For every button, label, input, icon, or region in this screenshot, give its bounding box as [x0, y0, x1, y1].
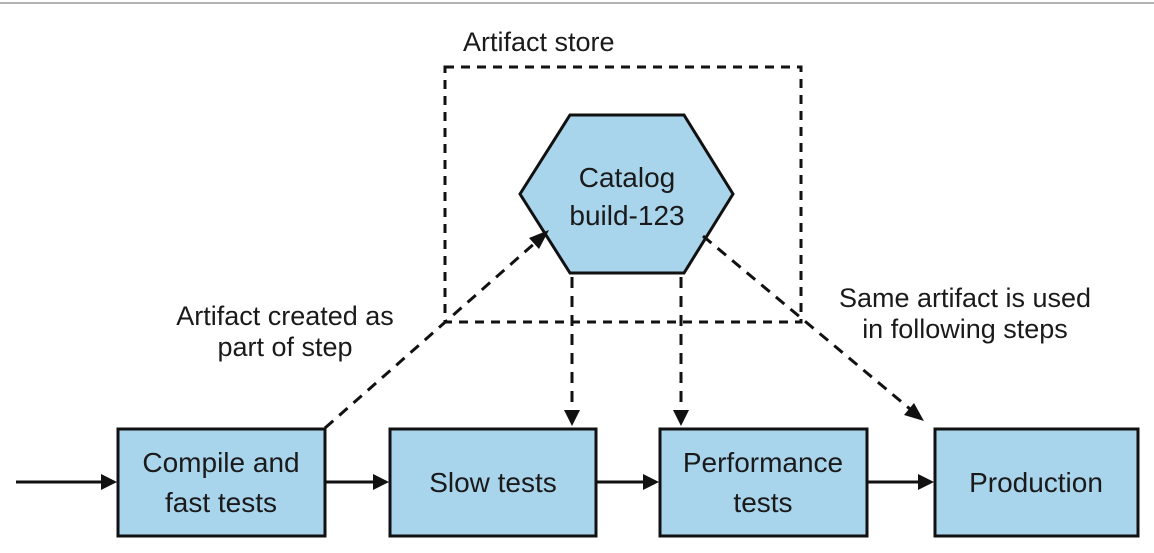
artifact-name: Catalog: [579, 162, 676, 193]
arrowhead-to-slow-tests: [564, 410, 580, 426]
arrowhead-slow-to-performance: [643, 474, 659, 490]
artifact-created-annotation-line1: Artifact created as: [176, 301, 394, 331]
artifact-reused-annotation-line1: Same artifact is used: [839, 283, 1091, 313]
step-label-line2: fast tests: [165, 487, 277, 518]
step-label-line1: Compile and: [142, 447, 299, 478]
step-box: [116, 427, 327, 538]
arrowhead-to-performance-tests: [673, 410, 689, 426]
step-production: Production: [933, 427, 1140, 538]
step-label: Slow tests: [429, 467, 557, 498]
dashed-arrow-to-artifact: [324, 233, 545, 430]
artifact-build-id: build-123: [569, 200, 684, 231]
step-box: [388, 427, 598, 538]
artifact-created-annotation-line2: part of step: [217, 332, 352, 362]
step-box: [933, 427, 1140, 538]
step-label: Production: [969, 467, 1103, 498]
step-box: [658, 427, 869, 538]
artifact-hexagon: [518, 113, 735, 275]
artifact-store-label: Artifact store: [463, 27, 615, 57]
step-label-line1: Performance: [683, 447, 843, 478]
step-label-line2: tests: [733, 487, 792, 518]
arrowhead-to-artifact: [529, 230, 549, 249]
arrowhead-to-production: [904, 403, 924, 421]
step-compile-and-fast-tests: Compile and fast tests: [116, 427, 327, 538]
arrowhead-compile-to-slow: [373, 474, 389, 490]
artifact-store-boundary: [443, 65, 803, 324]
artifact-reused-annotation-line2: in following steps: [862, 314, 1068, 344]
step-slow-tests: Slow tests: [388, 427, 598, 538]
dashed-arrow-to-production: [702, 234, 917, 416]
entry-arrowhead: [101, 474, 117, 490]
step-performance-tests: Performance tests: [658, 427, 869, 538]
arrowhead-performance-to-production: [918, 474, 934, 490]
